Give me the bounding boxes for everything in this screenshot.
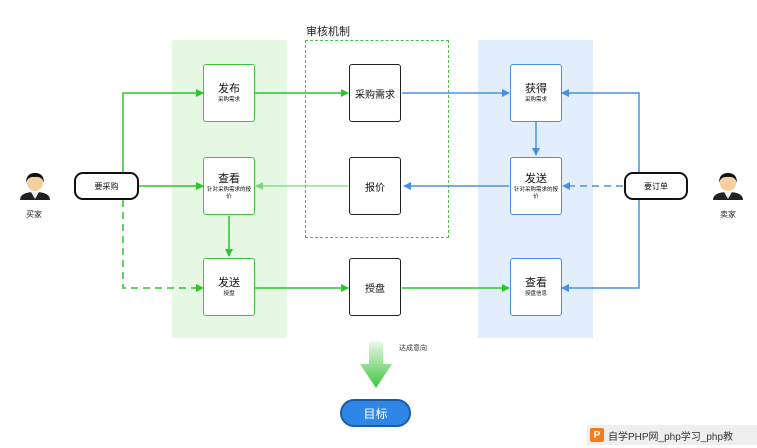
view-offer-subtitle: 授盘信息 [524,291,547,297]
view-offer-box: 查看 授盘信息 [510,258,562,316]
seller-avatar [713,173,743,200]
send-offer-subtitle: 授盘 [223,291,235,297]
obtain-title: 获得 [525,82,547,95]
arrow-to-publish [122,89,204,172]
intent-arrow [360,342,392,388]
want-purchase-node: 要采购 [74,172,139,200]
view-quote-subtitle: 针对采购需求的报价 [206,186,251,200]
want-order-label: 要订单 [644,181,668,191]
buyer-connectors [122,89,510,292]
quote-box: 报价 [349,157,401,215]
view-quote-title: 查看 [218,171,240,185]
arrow-order-to-obtain [561,89,640,172]
watermark: P 自学PHP网_php学习_php教 [587,425,757,445]
buyer-label: 买家 [26,210,42,219]
publish-title: 发布 [218,82,240,95]
publish-box: 发布 采购需求 [203,64,255,122]
demand-box: 采购需求 [349,64,401,122]
send-offer-title: 发送 [218,276,240,289]
watermark-logo-icon: P [590,428,604,442]
seller-connectors [402,89,640,292]
publish-subtitle: 采购需求 [217,97,240,103]
obtain-subtitle: 采购需求 [524,97,547,103]
buyer-avatar [20,173,50,200]
watermark-text: 自学PHP网_php学习_php教 [608,431,734,443]
send-offer-box: 发送 授盘 [203,258,255,316]
review-zone-label: 审核机制 [306,25,350,38]
view-offer-title: 查看 [525,276,547,289]
send-quote-box: 发送 针对采购需求的报价 [510,157,562,215]
offer-title: 授盘 [365,283,385,295]
arrow-to-send-offer [122,200,204,292]
quote-title: 报价 [365,182,385,194]
offer-box: 授盘 [349,258,401,316]
seller-label: 卖家 [720,210,736,219]
review-zone [305,40,449,238]
arrow-order-to-view [561,200,640,292]
goal-label: 目标 [363,406,388,421]
send-quote-title: 发送 [525,171,547,185]
goal-node: 目标 [340,399,411,427]
view-quote-box: 查看 针对采购需求的报价 [203,157,255,215]
intent-label: 达成意向 [399,344,427,352]
send-quote-subtitle: 针对采购需求的报价 [513,186,558,200]
want-order-node: 要订单 [624,172,688,200]
want-purchase-label: 要采购 [94,181,119,191]
obtain-box: 获得 采购需求 [510,64,562,122]
demand-title: 采购需求 [355,89,395,101]
